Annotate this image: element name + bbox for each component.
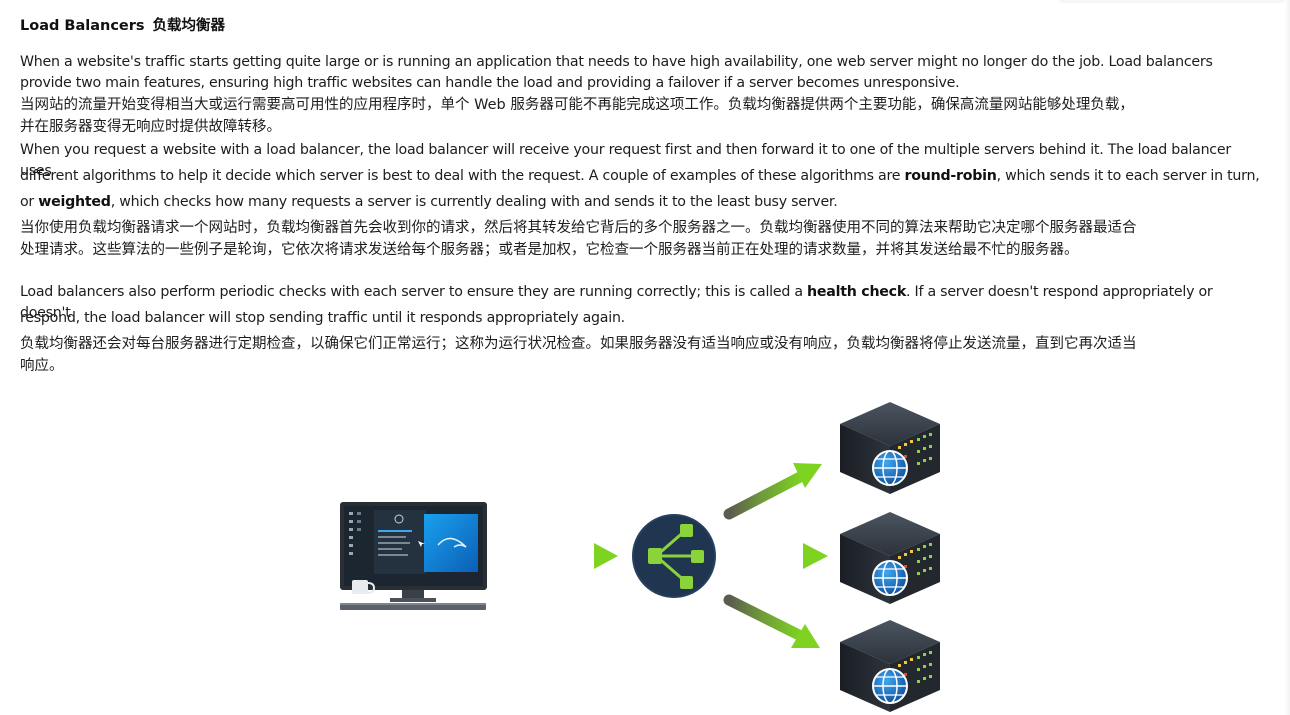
arrow-client-to-balancer [508, 543, 618, 569]
arrow-to-server-middle [721, 543, 828, 569]
heading-en: Load Balancers [20, 18, 145, 34]
paragraph-3-line2: respond, the load balancer will stop sen… [20, 310, 625, 326]
paragraph-2-line3-b: , which checks how many requests a serve… [110, 194, 838, 210]
paragraph-2-zh-line2: 处理请求。这些算法的一些例子是轮询，它依次将请求发送给每个服务器；或者是加权，它… [20, 242, 1079, 258]
paragraph-3-line1-a: Load balancers also perform periodic che… [20, 284, 808, 300]
term-health-check: health check [807, 284, 907, 300]
desktop-computer-icon [340, 502, 487, 610]
top-strip [1060, 0, 1290, 3]
term-weighted: weighted [38, 194, 111, 210]
paragraph-3-line1: Load balancers also perform periodic che… [20, 282, 1260, 324]
paragraph-2-zh-line1: 当你使用负载均衡器请求一个网站时，负载均衡器首先会收到你的请求，然后将其转发给它… [20, 220, 1137, 236]
paragraph-2-line3: or weighted, which checks how many reque… [20, 192, 1260, 213]
paragraph-2-line3-a: or [20, 194, 39, 210]
arrow-to-server-bottom [723, 594, 820, 648]
paragraph-2-line2-a: different algorithms to help it decide w… [20, 168, 905, 184]
paragraph-2-line2-b: , which sends it to each server in turn, [996, 168, 1260, 184]
term-round-robin: round-robin [904, 168, 997, 184]
server-globe-icon [840, 620, 940, 712]
paragraph-1-zh-line1: 当网站的流量开始变得相当大或运行需要高可用性的应用程序时，单个 Web 服务器可… [20, 97, 1134, 113]
paragraph-1-en: When a website's traffic starts getting … [20, 54, 1213, 91]
paragraph-3-zh-line1: 负载均衡器还会对每台服务器进行定期检查，以确保它们正常运行；这称为运行状况检查。… [20, 336, 1137, 352]
paragraph-3-line1-b: . If a server doesn't respond appropriat… [20, 284, 1213, 321]
section-heading: Load Balancers 负载均衡器 [20, 14, 225, 35]
paragraph-2-line2: different algorithms to help it decide w… [20, 166, 1260, 187]
arrow-to-server-top [723, 463, 822, 520]
scroll-edge [1284, 0, 1290, 715]
server-globe-icon [840, 512, 940, 604]
server-globe-icon [840, 402, 940, 494]
heading-zh: 负载均衡器 [152, 18, 226, 34]
paragraph-2-line1: When you request a website with a load b… [20, 142, 1231, 179]
paragraph-3-zh-line2: 响应。 [20, 358, 64, 374]
load-balancer-icon [632, 514, 716, 598]
paragraph-1-zh-line2: 并在服务器变得无响应时提供故障转移。 [20, 119, 281, 135]
